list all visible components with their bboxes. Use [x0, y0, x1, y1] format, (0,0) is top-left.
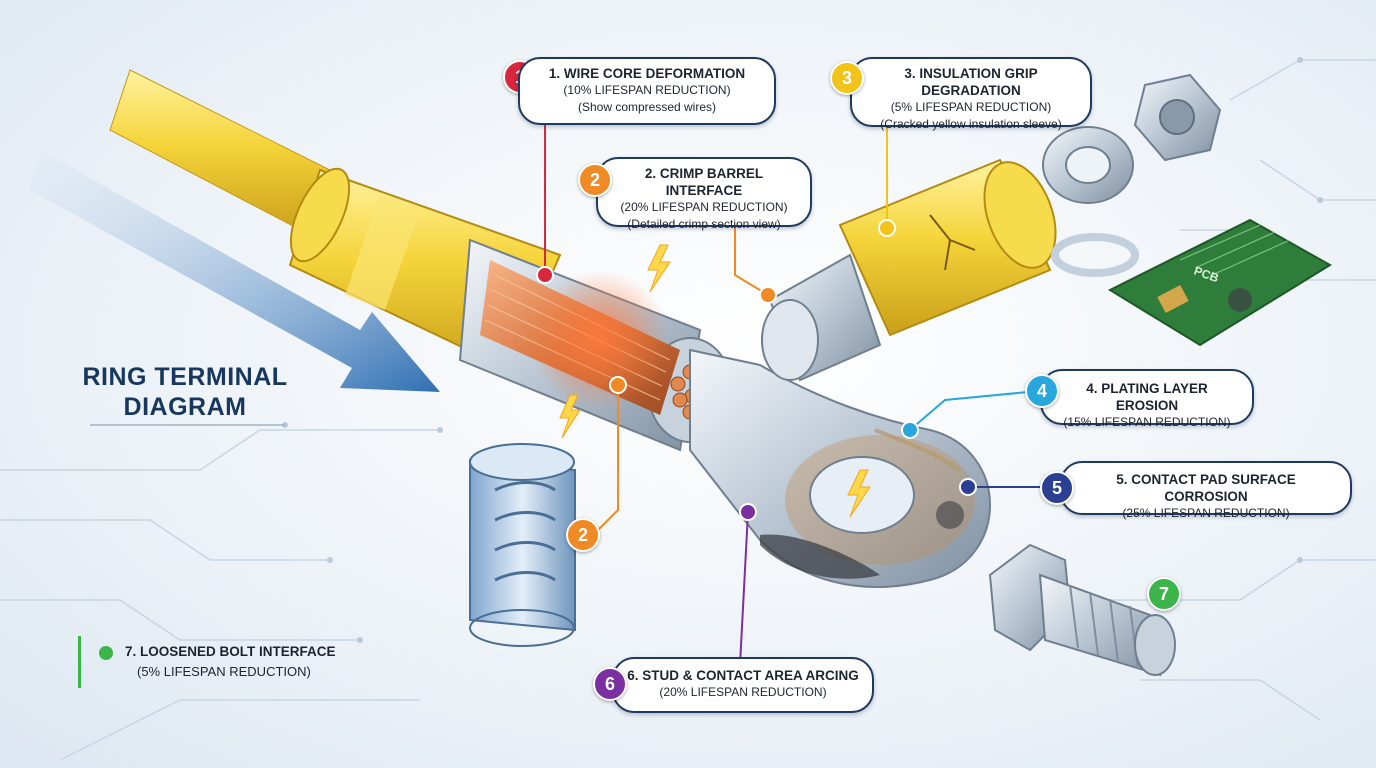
callout-title: 5. CONTACT PAD SURFACE CORROSION	[1116, 472, 1296, 504]
callout-reduction: (5% LIFESPAN REDUCTION)	[137, 664, 311, 679]
callout-reduction: (15% LIFESPAN REDUCTION)	[1063, 415, 1231, 429]
callout-crimp-barrel-interface: 2. CRIMP BARREL INTERFACE (20% LIFESPAN …	[596, 157, 812, 231]
callout-contact-pad-surface-corrosion: 5. CONTACT PAD SURFACE CORROSION (25% LI…	[1060, 461, 1352, 520]
badge-3: 3	[830, 61, 864, 95]
crimp-section-view	[469, 443, 576, 647]
diagram-title: RING TERMINAL DIAGRAM	[80, 362, 290, 422]
callout-title: 4. PLATING LAYER EROSION	[1086, 381, 1208, 413]
callout-title: 6. STUD & CONTACT AREA ARCING	[627, 668, 859, 683]
callout-note: (Cracked yellow insulation sleeve)	[880, 117, 1062, 131]
badge-5: 5	[1040, 471, 1074, 505]
bolt	[988, 543, 1176, 677]
badge-7: 7	[1147, 577, 1181, 611]
direction-arrow	[30, 150, 440, 392]
callout-plating-layer-erosion: 4. PLATING LAYER EROSION (15% LIFESPAN R…	[1040, 369, 1254, 429]
callout-reduction: (10% LIFESPAN REDUCTION)	[563, 83, 731, 97]
insulation-grip-exploded	[761, 158, 1057, 382]
callout-reduction: (20% LIFESPAN REDUCTION)	[659, 685, 827, 699]
legend-dot	[99, 646, 113, 660]
callout-reduction: (20% LIFESPAN REDUCTION)	[620, 200, 788, 214]
callout-insulation-grip-degradation: 3. INSULATION GRIP DEGRADATION (5% LIFES…	[850, 57, 1092, 131]
badge-2: 2	[578, 163, 612, 197]
callout-title: 2. CRIMP BARREL INTERFACE	[644, 166, 764, 198]
badge-2-section: 2	[566, 518, 600, 552]
pcb-board: PCB	[1107, 218, 1332, 347]
badge-6: 6	[593, 667, 627, 701]
callout-wire-core-deformation: 1. WIRE CORE DEFORMATION (10% LIFESPAN R…	[518, 57, 776, 125]
callout-title: 1. WIRE CORE DEFORMATION	[548, 66, 746, 81]
callout-note: (Detailed crimp section view)	[627, 217, 781, 231]
spark-icons	[559, 244, 871, 518]
callout-reduction: (5% LIFESPAN REDUCTION)	[890, 100, 1052, 114]
badge-4: 4	[1025, 374, 1059, 408]
title-line-1: RING TERMINAL	[82, 363, 288, 391]
callout-title: 3. INSULATION GRIP DEGRADATION	[904, 66, 1038, 98]
title-line-2: DIAGRAM	[123, 393, 247, 421]
callout-loosened-bolt-interface: 7. LOOSENED BOLT INTERFACE (5% LIFESPAN …	[78, 636, 341, 688]
callout-note: (Show compressed wires)	[577, 100, 717, 114]
callout-reduction: (25% LIFESPAN REDUCTION)	[1122, 506, 1290, 520]
callout-stud-contact-area-arcing: 6. STUD & CONTACT AREA ARCING (20% LIFES…	[612, 657, 874, 713]
callout-title: 7. LOOSENED BOLT INTERFACE	[125, 644, 336, 659]
